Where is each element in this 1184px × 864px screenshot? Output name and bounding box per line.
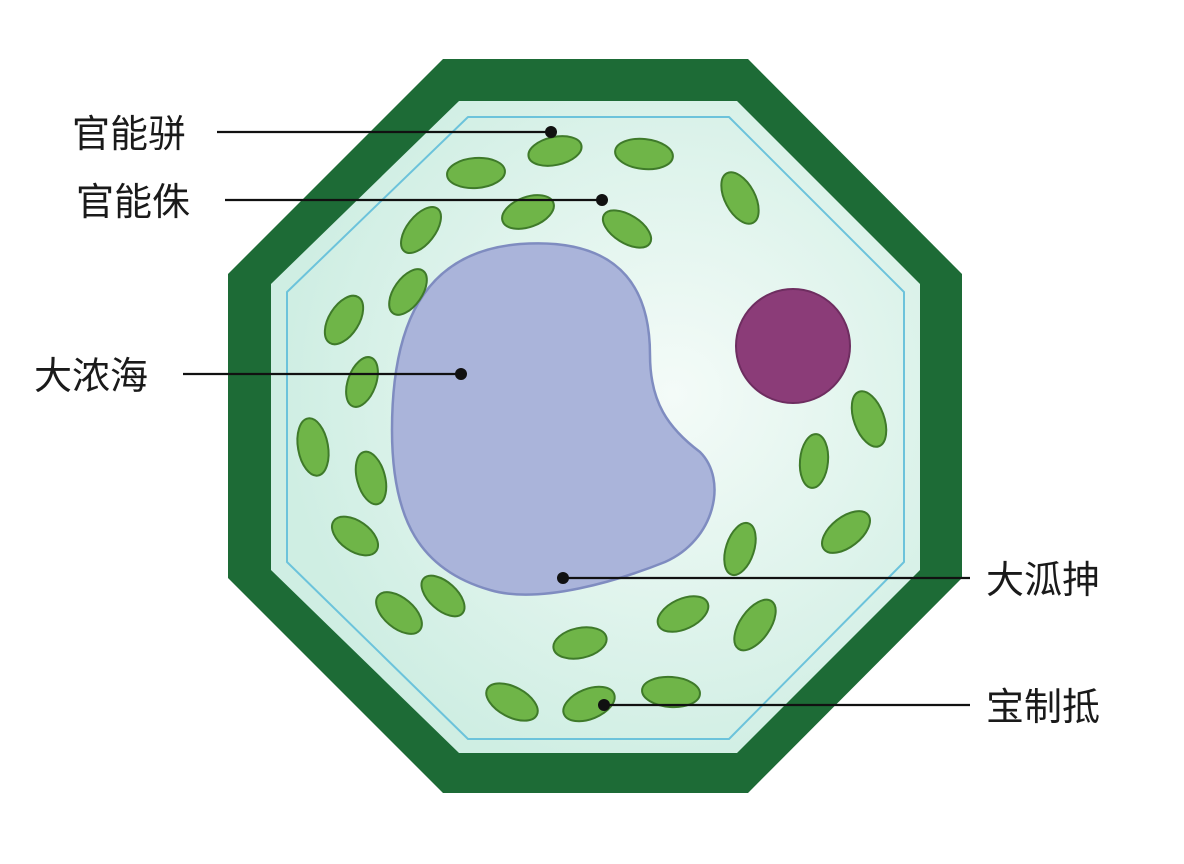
vacuole <box>390 242 716 596</box>
chloroplast <box>850 390 888 448</box>
chloroplast <box>798 433 830 489</box>
chloroplast-group <box>296 135 888 723</box>
chloroplast <box>354 450 388 506</box>
label-vacuole: 大浓海 <box>34 354 148 398</box>
leader-dot-chloroplast <box>598 699 610 711</box>
chloroplast <box>400 206 442 254</box>
chloroplast <box>446 156 506 190</box>
chloroplast <box>552 626 608 660</box>
chloroplast <box>656 595 710 633</box>
cell-membrane <box>286 116 905 740</box>
chloroplast <box>331 515 379 557</box>
chloroplast <box>821 510 871 554</box>
chloroplast <box>562 685 616 723</box>
chloroplast <box>720 171 760 225</box>
leader-lines <box>183 126 970 711</box>
leader-dot-cell-wall <box>545 126 557 138</box>
chloroplast <box>323 294 365 346</box>
chloroplast <box>388 268 428 316</box>
chloroplast <box>501 194 555 230</box>
chloroplast <box>733 598 777 652</box>
chloroplast <box>614 137 674 171</box>
label-chloroplast: 宝制抵 <box>986 685 1100 729</box>
labels: 官能骈 官能侏 大浓海 大泒抻 宝制抵 <box>34 112 1100 729</box>
label-cytoplasm: 大泒抻 <box>986 558 1100 602</box>
chloroplast <box>485 682 539 722</box>
chloroplast <box>601 209 653 249</box>
leader-dot-cell-membrane <box>596 194 608 206</box>
label-cell-membrane: 官能侏 <box>76 180 190 224</box>
leader-dot-vacuole <box>455 368 467 380</box>
nucleus <box>735 288 851 404</box>
chloroplast <box>420 574 466 618</box>
chloroplast <box>345 356 379 408</box>
chloroplast <box>375 591 423 635</box>
chloroplast <box>641 675 701 709</box>
label-cell-wall: 官能骈 <box>72 112 186 156</box>
chloroplast <box>723 521 757 577</box>
leader-dot-cytoplasm <box>557 572 569 584</box>
chloroplast <box>296 417 330 477</box>
